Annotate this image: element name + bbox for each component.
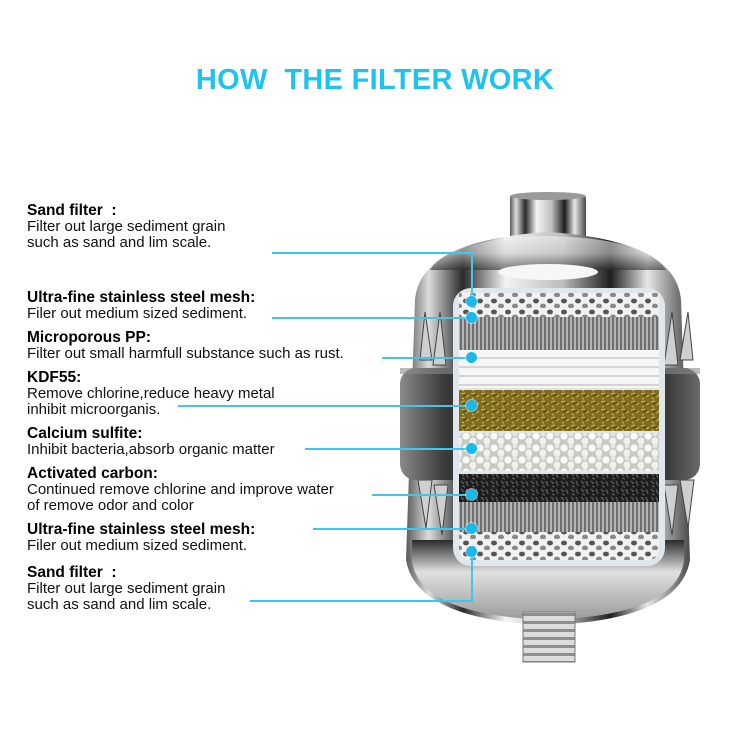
marker-dot	[466, 352, 477, 363]
layer-name: Sand filter :	[27, 202, 117, 219]
label-sand-filter-bottom: Sand filter : Filter out large sediment …	[27, 564, 225, 613]
inlet-connector	[510, 192, 586, 243]
marker-dot	[466, 546, 477, 557]
layer-desc: Filter out small harmfull substance such…	[27, 345, 344, 362]
outlet-thread	[523, 612, 575, 662]
layer-sand-filter-bottom	[459, 532, 659, 560]
grip-fins	[417, 311, 695, 536]
marker-dot	[466, 443, 477, 454]
label-steel-mesh-top: Ultra-fine stainless steel mesh: Filer o…	[27, 289, 255, 322]
layer-desc: Filer out medium sized sediment.	[27, 305, 248, 322]
marker-dot	[466, 312, 477, 323]
layer-desc: such as sand and lim scale.	[27, 234, 212, 251]
filter-layers	[459, 293, 659, 560]
layer-name: KDF55:	[27, 369, 82, 386]
label-steel-mesh-bottom: Ultra-fine stainless steel mesh: Filer o…	[27, 521, 255, 554]
marker-dot	[466, 489, 477, 500]
layer-name: Activated carbon:	[27, 465, 158, 482]
layer-name: Microporous PP:	[27, 329, 152, 346]
page-title: HOW THE FILTER WORK	[195, 64, 555, 96]
layer-name: Sand filter :	[27, 564, 117, 581]
layer-kdf55	[459, 390, 659, 431]
layer-desc: Filer out medium sized sediment.	[27, 537, 248, 554]
layer-desc: of remove odor and color	[27, 497, 194, 514]
layer-name: Ultra-fine stainless steel mesh:	[27, 289, 256, 306]
layer-steel-mesh-top	[459, 317, 659, 350]
layer-desc: such as sand and lim scale.	[27, 596, 212, 613]
layer-desc: Filter out large sediment grain	[27, 218, 226, 235]
layer-desc: Filter out large sediment grain	[27, 580, 226, 597]
layer-sand-filter-top	[459, 293, 659, 317]
label-activated-carbon: Activated carbon: Continued remove chlor…	[27, 465, 334, 514]
label-kdf55: KDF55: Remove chlorine,reduce heavy meta…	[27, 369, 275, 418]
layer-name: Ultra-fine stainless steel mesh:	[27, 521, 256, 538]
layer-desc: inhibit microorganis.	[27, 401, 161, 418]
layer-microporous-pp	[459, 350, 659, 388]
cutaway-panel	[453, 288, 665, 566]
label-microporous-pp: Microporous PP: Filter out small harmful…	[27, 329, 344, 362]
layer-desc: Continued remove chlorine and improve wa…	[27, 481, 334, 498]
layer-desc: Inhibit bacteria,absorb organic matter	[27, 441, 275, 458]
label-calcium-sulfite: Calcium sulfite: Inhibit bacteria,absorb…	[27, 425, 275, 458]
layer-steel-mesh-bottom	[459, 502, 659, 532]
marker-dot	[466, 400, 477, 411]
label-sand-filter-top: Sand filter : Filter out large sediment …	[27, 202, 225, 251]
layer-name: Calcium sulfite:	[27, 425, 143, 442]
layer-activated-carbon	[459, 474, 659, 502]
marker-dot	[466, 523, 477, 534]
layer-calcium-sulfite	[459, 433, 659, 471]
marker-dot	[466, 296, 477, 307]
layer-desc: Remove chlorine,reduce heavy metal	[27, 385, 275, 402]
